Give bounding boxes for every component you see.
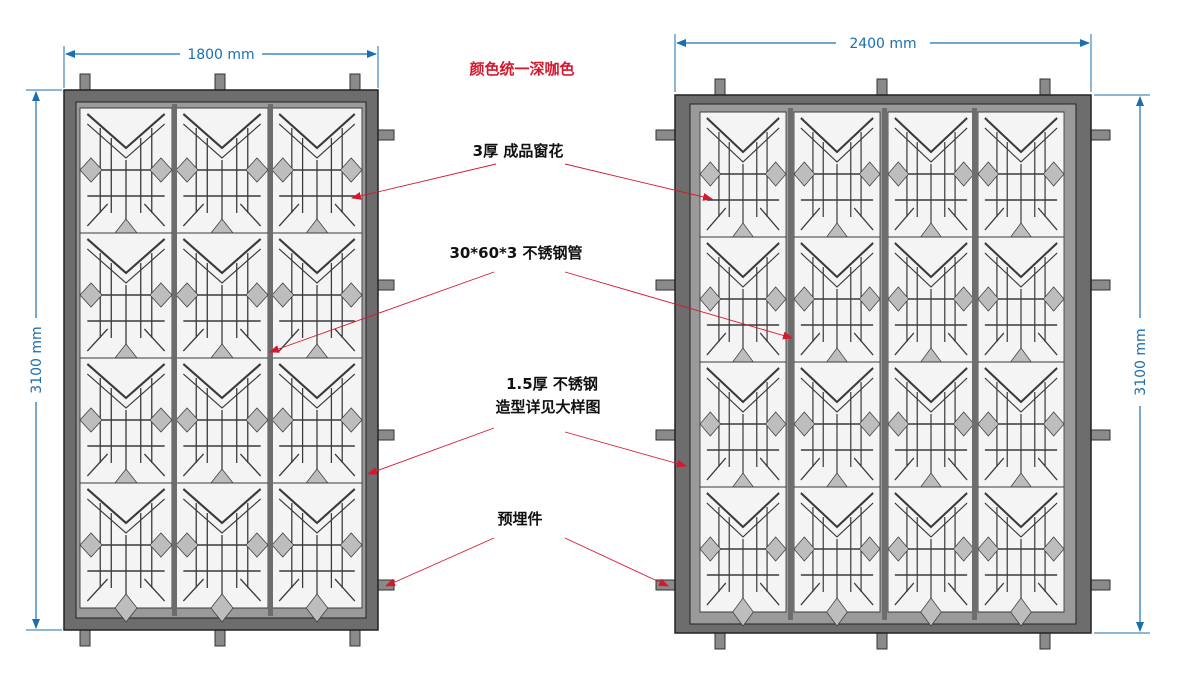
right-height-dimension: 3100 mm <box>1094 94 1150 634</box>
right-lattice-panels <box>698 108 1066 628</box>
callout-steel-sheet-leaders <box>367 427 687 475</box>
callout-window-flower: 3厚 成品窗花 <box>473 142 564 160</box>
callout-steel-sheet-line1: 1.5厚 不锈钢 <box>506 375 598 393</box>
right-screen <box>655 78 1111 650</box>
left-height-label: 3100 mm <box>29 326 45 393</box>
color-note: 颜色统一深咖色 <box>469 60 574 78</box>
callout-window-flower-leaders <box>351 163 713 201</box>
callout-steel-tube: 30*60*3 不锈钢管 <box>449 244 582 262</box>
callout-steel-tube-leaders <box>269 271 793 353</box>
right-height-label: 3100 mm <box>1133 328 1149 395</box>
right-embedded-parts <box>655 78 1111 650</box>
left-screen <box>63 73 395 647</box>
left-width-label: 1800 mm <box>187 47 254 63</box>
callout-steel-sheet-line2: 造型详见大样图 <box>495 398 600 416</box>
left-height-dimension: 3100 mm <box>26 89 62 631</box>
callout-embedded-part-leaders <box>385 537 669 587</box>
left-lattice-panels <box>78 104 364 624</box>
right-width-dimension: 2400 mm <box>674 34 1092 92</box>
callout-embedded-part: 预埋件 <box>497 510 542 528</box>
left-width-dimension: 1800 mm <box>63 46 379 88</box>
right-width-label: 2400 mm <box>849 36 916 52</box>
